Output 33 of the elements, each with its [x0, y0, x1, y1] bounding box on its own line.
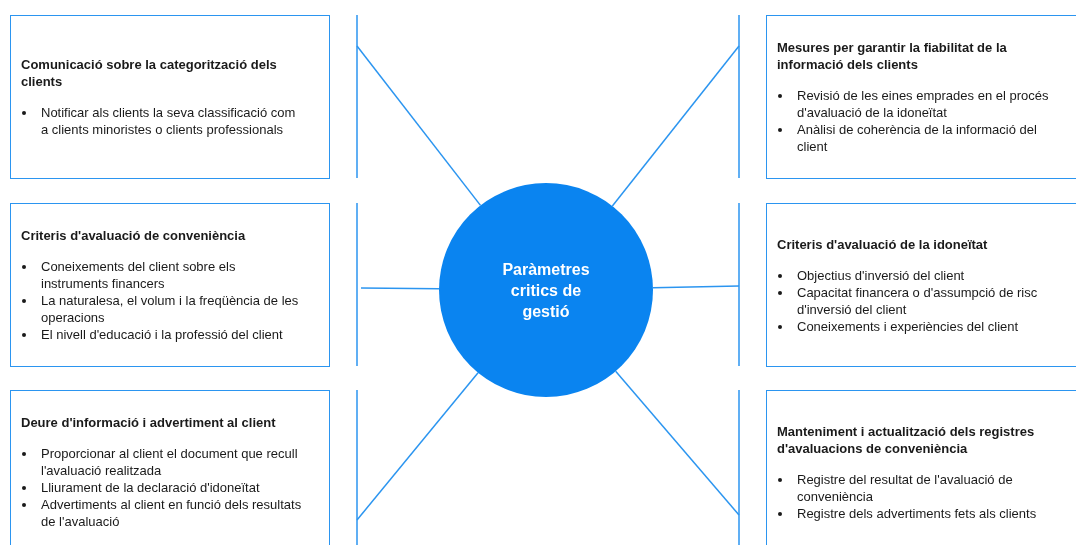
connector-line	[356, 371, 479, 521]
box-heading: Manteniment i actualització dels registres d'avaluacions de conveniència	[777, 422, 1036, 457]
connector-line	[652, 285, 740, 289]
box-heading: Deure d'informació i advertiment al client	[21, 414, 277, 431]
bullet-item: Notificar als clients la seva classificació com a clients minoristes o clients professionals	[41, 104, 297, 138]
bullet-item: Revisió de les eines emprades en el procés d'avaluació de la idoneïtat	[797, 87, 1050, 121]
connector-line	[360, 287, 440, 290]
bullet-item: Proporcionar al client el document que recull l'avaluació realitzada	[41, 445, 299, 479]
topic-box	[766, 15, 1076, 179]
topic-box	[10, 390, 330, 545]
bullet-item: Lliurament de la declaració d'idoneïtat	[41, 479, 261, 496]
topic-box	[766, 390, 1076, 545]
bullet-item: La naturalesa, el volum i la freqüència de les operacions	[41, 292, 300, 326]
bullet-item: Registre dels advertiments fets als clients	[797, 504, 1038, 522]
connector-line	[614, 370, 740, 516]
circle-label: Paràmetres critics de gestió	[501, 259, 591, 322]
bullet-item: Capacitat financera o d'assumpció de risc d'inversió del client	[797, 283, 1039, 318]
topic-box	[766, 203, 1076, 367]
box-heading: Criteris d'avaluació de conveniència	[21, 227, 247, 244]
bullet-item: Coneixements del client sobre els instruments financers	[41, 258, 237, 292]
bullet-item: Advertiments al client en funció dels resultats de l'avaluació	[41, 496, 303, 530]
bullet-item: Coneixements i experiències del client	[797, 317, 1020, 335]
topic-box	[10, 203, 330, 367]
bullet-item: Anàlisi de coherència de la informació del client	[797, 121, 1038, 155]
connector-line	[611, 45, 740, 207]
bullet-item: El nivell d'educació i la professió del client	[41, 326, 284, 343]
topic-box	[10, 15, 330, 179]
bullet-item: Objectius d'inversió del client	[797, 266, 966, 284]
connector-line	[356, 45, 482, 207]
box-heading: Mesures per garantir la fiabilitat de la informació dels clients	[777, 39, 1008, 73]
box-heading: Criteris d'avaluació de la idoneïtat	[777, 235, 989, 253]
box-heading: Comunicació sobre la categorització dels clients	[21, 56, 278, 90]
bullet-item: Registre del resultat de l'avaluació de conveniència	[797, 470, 1014, 505]
